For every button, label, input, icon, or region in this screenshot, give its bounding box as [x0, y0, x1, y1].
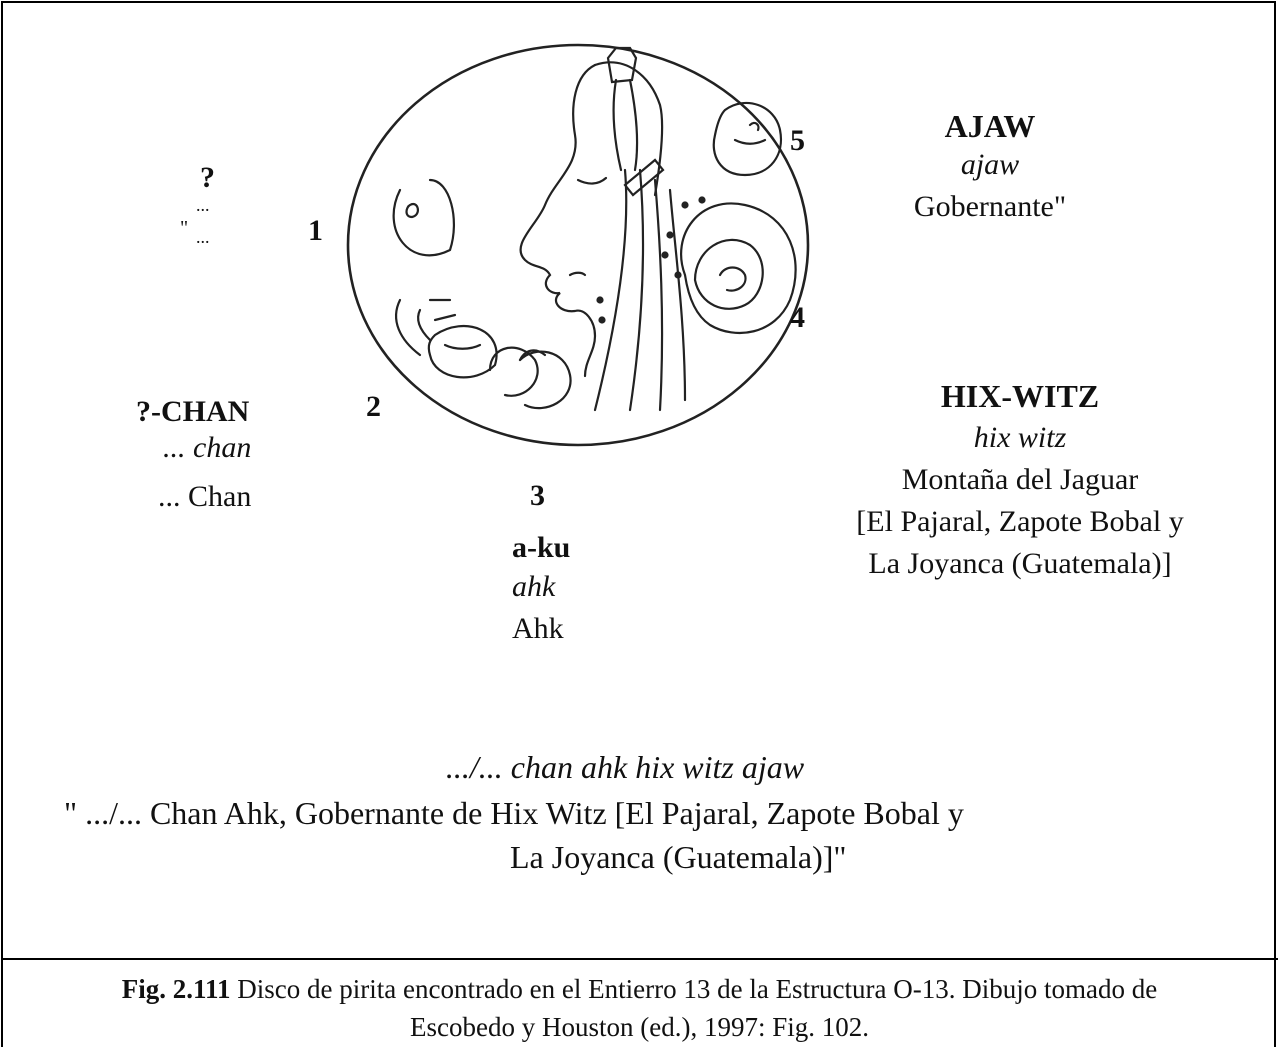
- caption-text-line1: Disco de pirita encontrado en el Entierr…: [230, 974, 1158, 1004]
- glyph3-transliteration: ahk: [512, 570, 556, 603]
- glyph4-translation-line3: La Joyanca (Guatemala)]: [868, 547, 1172, 580]
- figure-caption: Fig. 2.111 Disco de pirita encontrado en…: [6, 970, 1273, 1046]
- glyph1-ellipsis-bottom: ...: [196, 227, 210, 247]
- glyph2-transliteration: ... chan: [163, 431, 252, 464]
- glyph5-transliteration: ajaw: [960, 148, 1020, 181]
- glyph1-ellipsis-top: ...: [196, 195, 210, 215]
- glyph4-translation-line2: [El Pajaral, Zapote Bobal y: [856, 505, 1184, 538]
- caption-divider: [1, 958, 1278, 960]
- full-reading-translation-line1: " .../... Chan Ahk, Gobernante de Hix Wi…: [64, 795, 964, 831]
- glyph1-logogram: ?: [200, 161, 215, 194]
- caption-line1: Fig. 2.111 Disco de pirita encontrado en…: [6, 970, 1273, 1008]
- glyph5-translation: Gobernante": [913, 190, 1067, 223]
- glyph5-logogram: AJAW: [944, 108, 1036, 144]
- glyph2-translation: ... Chan: [158, 480, 252, 513]
- caption-label: Fig. 2.111: [121, 974, 231, 1004]
- glyph2-number: 2: [366, 390, 381, 423]
- caption-text-line2: Escobedo y Houston (ed.), 1997: Fig. 102…: [410, 1012, 869, 1042]
- glyph4-logogram: HIX-WITZ: [940, 378, 1100, 414]
- glyph1-quote-mark: ": [180, 217, 189, 239]
- glyph5-number: 5: [790, 124, 805, 157]
- glyph3-number: 3: [530, 479, 545, 512]
- full-reading-translation-line2: La Joyanca (Guatemala)]": [510, 839, 847, 875]
- glyph3-translation: Ahk: [512, 612, 564, 645]
- glyph4-number: 4: [790, 301, 805, 334]
- glyph2-logogram: ?-CHAN: [136, 395, 250, 428]
- glyph4-translation-line1: Montaña del Jaguar: [901, 463, 1139, 496]
- glyph4-transliteration: hix witz: [973, 421, 1067, 454]
- pyrite-disc-drawing: [346, 43, 810, 447]
- glyph3-logogram: a-ku: [512, 531, 571, 564]
- full-reading-transliteration: .../... chan ahk hix witz ajaw: [445, 749, 805, 785]
- glyph1-number: 1: [308, 214, 323, 247]
